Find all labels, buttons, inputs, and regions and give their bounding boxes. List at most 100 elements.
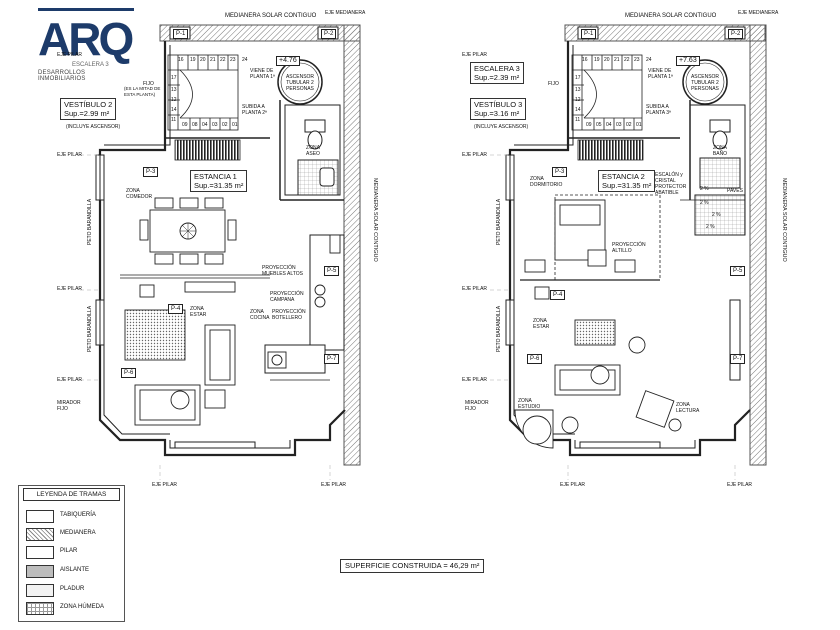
stair-num: 19 bbox=[594, 57, 600, 63]
stair-num: 23 bbox=[634, 57, 640, 63]
plan1-zona-cocina: ZONA COCINA bbox=[250, 309, 270, 321]
plan1-zona-aseo: ZONA ASEO bbox=[306, 145, 320, 157]
plan1-pillar-p2: P-2 bbox=[321, 29, 337, 39]
plan1-walls bbox=[95, 24, 361, 466]
stair-num: 11 bbox=[171, 117, 177, 123]
logo-mark: ARQ bbox=[38, 13, 134, 65]
plan1-fijo: FIJO bbox=[143, 81, 154, 87]
superficie-construida: SUPERFICIE CONSTRUIDA = 46,29 m² bbox=[340, 559, 485, 573]
legend-swatch bbox=[26, 584, 54, 597]
plan2-pct-4: 2 % bbox=[706, 224, 715, 230]
plan2-zona-lectura: ZONA LECTURA bbox=[676, 402, 700, 414]
plan2-zona-dormitorio: ZONA DORMITORIO bbox=[530, 176, 563, 188]
plan1-eje-pilar-3: EJE PILAR bbox=[57, 286, 83, 292]
plan2-estancia-sup: Sup.=31.35 m² bbox=[602, 181, 652, 190]
plan1-estancia-sup: Sup.=31.35 m² bbox=[194, 181, 244, 190]
plan2-pct-1: 2 % bbox=[700, 186, 709, 192]
stair-num: 17 bbox=[171, 75, 177, 81]
legend-label: MEDIANERA bbox=[60, 530, 96, 536]
stair-num: 17 bbox=[575, 75, 581, 81]
plan1-medianera-top: MEDIANERA SOLAR CONTIGUO bbox=[225, 13, 317, 19]
plan1-eje-pilar-2: EJE PILAR bbox=[57, 152, 83, 158]
stair-num: 21 bbox=[210, 57, 216, 63]
legend-label: PLADUR bbox=[60, 586, 85, 592]
plan2-medianera-top: MEDIANERA SOLAR CONTIGUO bbox=[625, 13, 717, 19]
plan1-level: +4.76 bbox=[276, 56, 300, 66]
plan1-pillar-p4: P-4 bbox=[168, 304, 184, 314]
stair-num: 24 bbox=[646, 57, 652, 63]
legend-swatch bbox=[26, 510, 54, 523]
plan2-eje-pilar-1: EJE PILAR bbox=[462, 52, 488, 58]
plan2-pct-2: 2 % bbox=[700, 200, 709, 206]
plan1-vestibulo: VESTÍBULO 2 Sup.=2.99 m² bbox=[60, 98, 117, 120]
stair-num: 09 bbox=[586, 122, 592, 128]
stair-num: 16 bbox=[178, 57, 184, 63]
plan1-eje-pilar-b1: EJE PILAR bbox=[152, 482, 178, 488]
stair-num: 14 bbox=[171, 107, 177, 113]
stair-num: 24 bbox=[242, 57, 248, 63]
plan1-dining bbox=[139, 197, 237, 265]
plan2-escalera-name: ESCALERA 3 bbox=[474, 64, 520, 73]
plan1-proy-campana: PROYECCIÓN CAMPANA bbox=[270, 291, 304, 303]
plan2-eje-pilar-b2: EJE PILAR bbox=[727, 482, 753, 488]
stair-num: 03 bbox=[616, 122, 622, 128]
plan2-zona-estar: ZONA ESTAR bbox=[533, 318, 550, 330]
legend-swatch bbox=[26, 565, 54, 578]
plan1-zona-estar: ZONA ESTAR bbox=[190, 306, 207, 318]
plan1-zona-comedor: ZONA COMEDOR bbox=[126, 188, 153, 200]
plan1-viene: VIENE DE PLANTA 1ª bbox=[250, 68, 275, 80]
plan1-eje-pilar-1: EJE PILAR bbox=[57, 52, 83, 58]
plan1-ascensor: ASCENSOR TUBULAR 2 PERSONAS bbox=[285, 74, 315, 92]
plan2-escalera: ESCALERA 3 Sup.=2.39 m² bbox=[470, 62, 524, 84]
plan2-peto-1: PETO BARANDILLA bbox=[496, 198, 502, 245]
stair-num: 05 bbox=[596, 122, 602, 128]
stair-num: 19 bbox=[190, 57, 196, 63]
plan2-peto-2: PETO BARANDILLA bbox=[496, 305, 502, 352]
stair-num: 13 bbox=[575, 87, 581, 93]
plan1-living bbox=[124, 234, 341, 426]
plan1-peto-1: PETO BARANDILLA bbox=[87, 198, 93, 245]
stair-num: 01 bbox=[232, 122, 238, 128]
plan2-level: +7.63 bbox=[676, 56, 700, 66]
stair-num: 20 bbox=[604, 57, 610, 63]
plan2-eje-medianera: EJE MEDIANERA bbox=[738, 10, 779, 16]
plan2-eje-pilar-4: EJE PILAR bbox=[462, 377, 488, 383]
legend-swatch bbox=[26, 602, 54, 615]
plan1-stair bbox=[167, 54, 241, 161]
plan1-pillar-p3: P-3 bbox=[143, 167, 159, 177]
plan1-sube: SUBIDA A PLANTA 2ª bbox=[242, 104, 267, 116]
plan2-pillar-p2: P-2 bbox=[728, 29, 744, 39]
stair-num: 11 bbox=[575, 117, 581, 123]
stair-num: 01 bbox=[636, 122, 642, 128]
plan1-estancia: ESTANCIA 1 Sup.=31.35 m² bbox=[190, 170, 248, 192]
plan1-lift bbox=[277, 59, 339, 196]
plan1-pillar-p5: P-5 bbox=[324, 266, 340, 276]
stair-num: 04 bbox=[202, 122, 208, 128]
legend: LEYENDA DE TRAMAS bbox=[18, 485, 125, 622]
plan2-fijo: FIJO bbox=[548, 81, 559, 87]
plan2-vestibulo-sup: Sup.=3.16 m² bbox=[474, 109, 520, 118]
stair-num: 02 bbox=[222, 122, 228, 128]
plan2-estancia: ESTANCIA 2 Sup.=31.35 m² bbox=[598, 170, 656, 192]
logo: ARQ ESCALERA 3 DESARROLLOS INMOBILIARIOS bbox=[38, 8, 134, 82]
plan2-pillar-p3: P-3 bbox=[552, 167, 568, 177]
plan1-vestibulo-sup: Sup.=2.99 m² bbox=[64, 109, 110, 118]
plan2-ascensor: ASCENSOR TUBULAR 2 PERSONAS bbox=[690, 74, 720, 92]
plan2-paves: PAVÉS bbox=[727, 188, 743, 194]
logo-line2: DESARROLLOS INMOBILIARIOS bbox=[38, 70, 86, 82]
plan2-vestibulo-note: (INCLUYE ASCENSOR) bbox=[474, 124, 529, 130]
stair-num: 12 bbox=[171, 97, 177, 103]
plan1-proy-muebles: PROYECCIÓN MUEBLES ALTOS bbox=[262, 265, 303, 277]
plan2-pillar-p7: P-7 bbox=[730, 354, 746, 364]
stair-num: 09 bbox=[182, 122, 188, 128]
plan2-pillar-p4: P-4 bbox=[550, 290, 566, 300]
stair-num: 03 bbox=[212, 122, 218, 128]
stair-num: 22 bbox=[220, 57, 226, 63]
plan2-eje-pilar-2: EJE PILAR bbox=[462, 152, 488, 158]
legend-label: PILAR bbox=[60, 548, 78, 554]
stair-num: 13 bbox=[171, 87, 177, 93]
plan2-stair bbox=[571, 54, 644, 161]
plan2-pillar-p1: P-1 bbox=[581, 29, 597, 39]
stair-num: 08 bbox=[192, 122, 198, 128]
